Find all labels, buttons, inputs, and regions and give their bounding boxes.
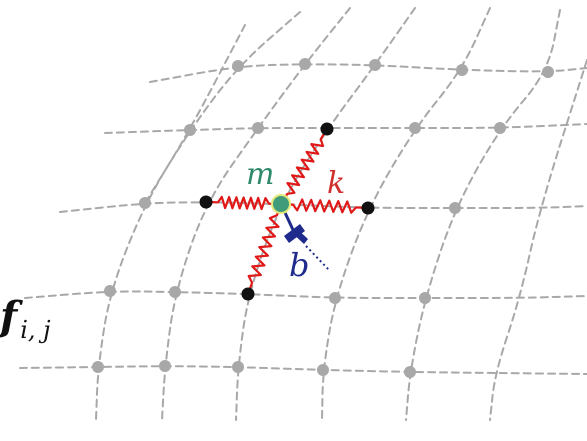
grid-node — [329, 292, 341, 304]
damper-dotted-line — [305, 245, 330, 271]
grid-column-line — [489, 59, 587, 421]
anchor-node — [320, 122, 334, 136]
grid-column-line — [144, 11, 301, 204]
grid-nodes — [92, 58, 554, 378]
grid-lines — [19, 7, 587, 421]
grid-node — [494, 122, 506, 134]
grid-node — [409, 122, 421, 134]
grid-node — [456, 64, 468, 76]
grid-node — [169, 286, 181, 298]
spring — [279, 127, 329, 206]
grid-node — [317, 364, 329, 376]
anchor-node — [361, 201, 375, 215]
grid-node — [139, 197, 151, 209]
grid-node — [104, 285, 116, 297]
damper-label: b — [289, 246, 309, 284]
grid-node — [184, 124, 196, 136]
grid-node — [404, 366, 416, 378]
grid-node — [449, 202, 461, 214]
grid-node — [419, 292, 431, 304]
grid-row-line — [104, 123, 587, 134]
grid-node — [232, 361, 244, 373]
mass-node — [271, 194, 291, 214]
grid-node — [252, 122, 264, 134]
grid-node — [369, 59, 381, 71]
anchor-node — [199, 195, 213, 209]
grid-node — [159, 360, 171, 372]
grid-row-line — [24, 290, 587, 300]
spring — [279, 198, 370, 214]
force-subscript: i, j — [20, 316, 51, 344]
grid-node — [232, 60, 244, 72]
grid-node — [92, 361, 104, 373]
grid-row-line — [19, 365, 587, 375]
grid-node — [542, 66, 554, 78]
grid-node — [299, 58, 311, 70]
grid-column-line — [95, 24, 246, 421]
springs — [204, 127, 370, 296]
grid-row-line — [59, 201, 587, 213]
anchor-nodes — [199, 122, 375, 301]
damper-cylinder — [291, 228, 308, 244]
spring — [204, 195, 283, 211]
center-mass — [271, 194, 291, 214]
anchor-node — [241, 287, 255, 301]
spring — [246, 202, 283, 296]
mass-label: m — [246, 157, 274, 192]
grid-column-line — [161, 7, 351, 421]
spring-label: k — [327, 166, 345, 201]
